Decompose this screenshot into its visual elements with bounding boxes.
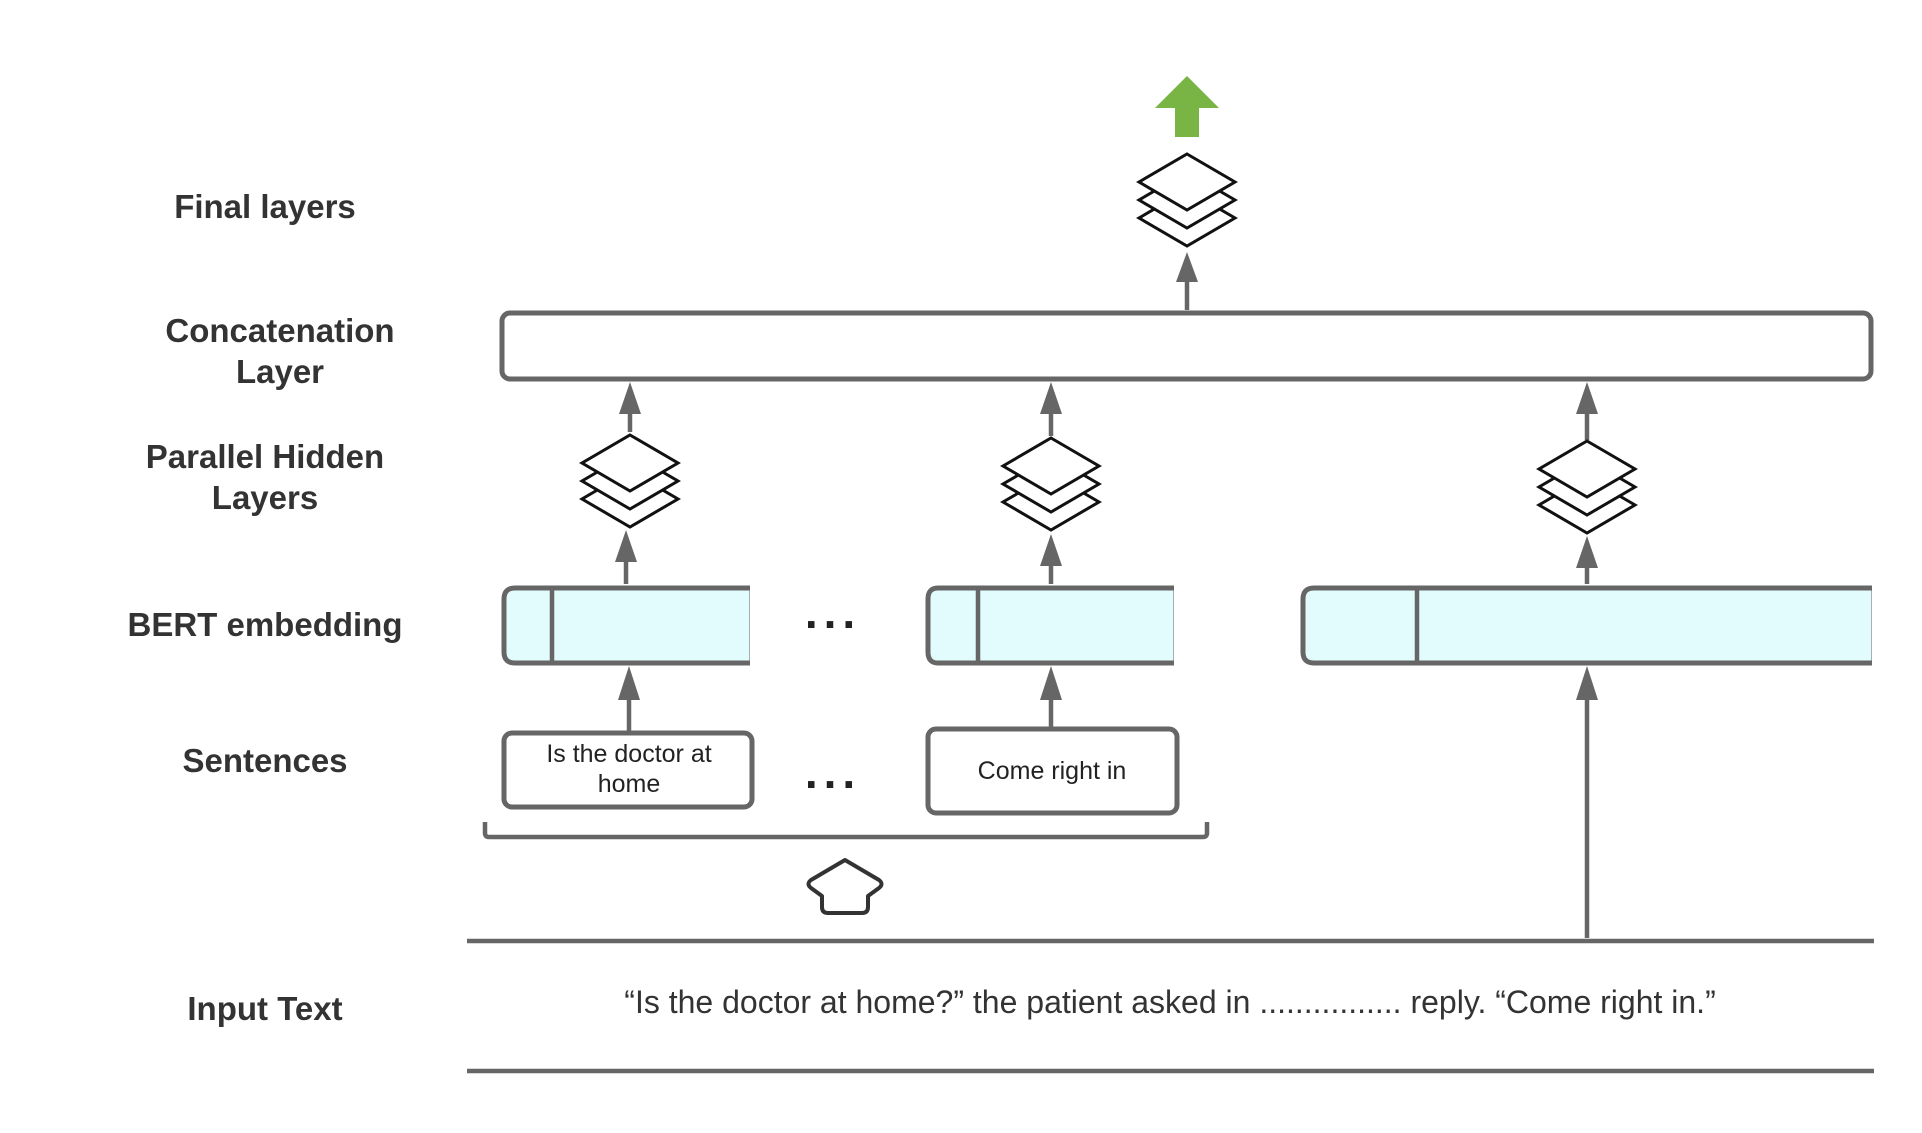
label-concatenation-layer: Concatenation: [165, 312, 394, 349]
sentence-box-2: [925, 726, 1180, 816]
ellipsis-embeddings: ...: [805, 586, 861, 638]
label-final-layers: Final layers: [174, 188, 356, 225]
sentence-1-line-1: Is the doctor at: [546, 740, 711, 768]
arrow-sentence2-to-embedding2: [1040, 666, 1062, 700]
label-concatenation-layer-2: Layer: [236, 353, 324, 390]
label-bert-embedding: BERT embedding: [127, 606, 402, 643]
sentence-1-line-2: home: [598, 770, 661, 798]
input-text: “Is the doctor at home?” the patient ask…: [624, 984, 1715, 1020]
hidden-layers-stack-icon-1: [580, 433, 680, 529]
label-parallel-hidden-layers-2: Layers: [212, 479, 318, 516]
arrow-sentence1-to-embedding1: [618, 666, 640, 700]
hidden-layers-stack-icon-2: [1001, 436, 1101, 532]
up-arrow-icon: [1155, 76, 1219, 137]
sentences-bracket: [482, 822, 1210, 840]
concatenation-layer-box: [499, 310, 1874, 382]
arrow-hidden2-to-concat: [1040, 382, 1062, 414]
arrow-embedding1-to-hidden1: [615, 530, 637, 562]
bert-embedding-bar-3: [1300, 585, 1877, 666]
arrow-hidden1-to-concat: [619, 382, 641, 414]
arrow-embedding2-to-hidden2: [1040, 534, 1062, 566]
sentence-2-text: Come right in: [978, 757, 1127, 785]
arrow-embedding3-to-hidden3: [1576, 536, 1598, 568]
label-input-text: Input Text: [187, 990, 342, 1027]
label-sentences: Sentences: [182, 742, 347, 779]
arrow-concat-to-final: [1176, 252, 1198, 282]
ellipsis-sentences: ...: [805, 746, 861, 798]
hidden-layers-stack-icon-3: [1537, 439, 1637, 535]
bert-embedding-bar-1: [501, 585, 755, 666]
arrow-input-to-embedding3: [1576, 666, 1598, 700]
final-layers-stack-icon: [1137, 152, 1237, 248]
arrow-hidden3-to-concat: [1576, 382, 1598, 414]
label-parallel-hidden-layers: Parallel Hidden: [146, 438, 384, 475]
up-outline-arrow-icon: [806, 858, 884, 915]
bert-embedding-bar-2: [925, 585, 1179, 666]
sentence-box-1: [501, 730, 755, 810]
